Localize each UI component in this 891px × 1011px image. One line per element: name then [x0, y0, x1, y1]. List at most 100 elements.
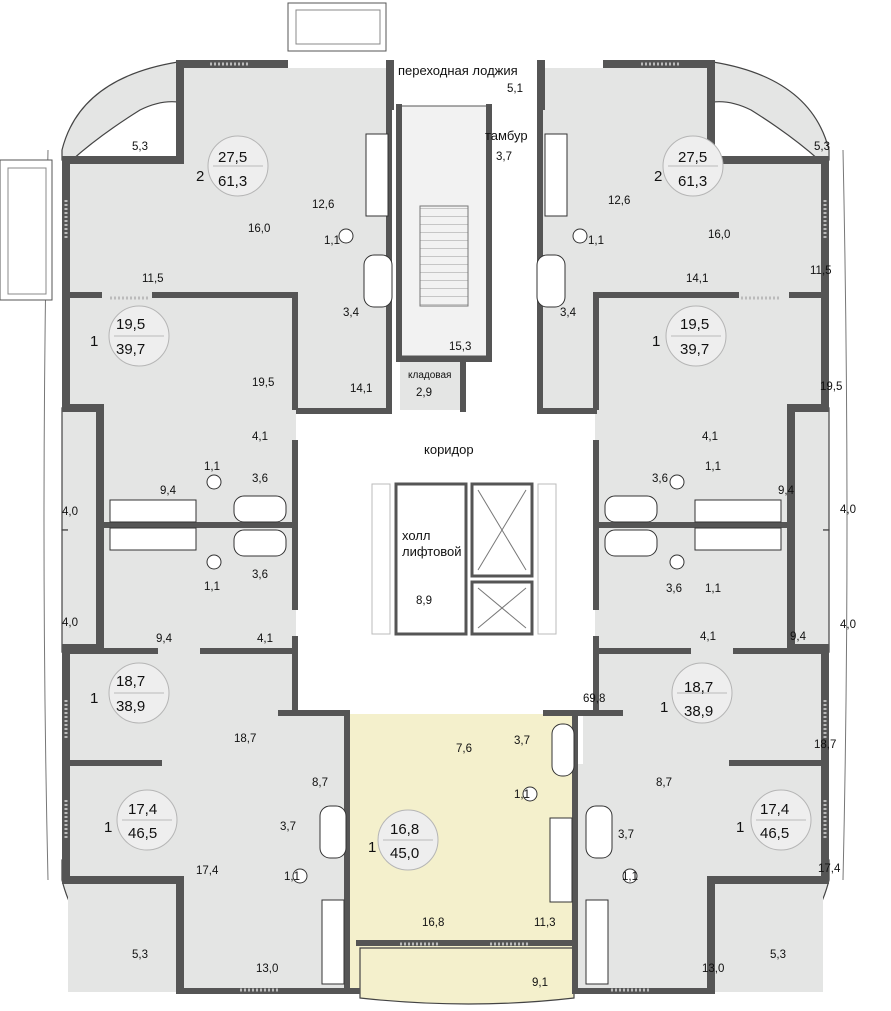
room-area: 11,5 — [142, 273, 164, 285]
loggia-area: 5,1 — [507, 83, 523, 95]
room-area: 3,7 — [618, 829, 634, 841]
apt-ml-total: 38,9 — [116, 698, 145, 715]
room-area: 9,1 — [532, 977, 548, 989]
apt-ur-living: 19,5 — [680, 316, 709, 333]
apt-bl-rooms: 1 — [104, 819, 112, 836]
apartment-markers — [108, 135, 812, 871]
room-area: 16,0 — [248, 223, 270, 235]
vestibule-title: тамбур — [485, 128, 528, 143]
storage-area: 2,9 — [416, 387, 432, 399]
corridor-title: коридор — [424, 442, 474, 457]
room-area: 5,3 — [770, 949, 786, 961]
apartment-marker-text: 2 27,5 61,3 2 27,5 61,3 1 19,5 39,7 1 19… — [90, 149, 789, 862]
room-area: 7,6 — [456, 743, 472, 755]
room-area: 4,0 — [840, 619, 856, 631]
top-balcony-frame — [287, 2, 387, 52]
room-area: 1,1 — [204, 581, 220, 593]
apt-ml-rooms: 1 — [90, 690, 98, 707]
room-area: 9,4 — [156, 633, 173, 645]
room-area: 4,1 — [252, 431, 268, 443]
room-area: 11,3 — [534, 917, 556, 929]
room-area: 5,3 — [814, 141, 830, 153]
room-area: 18,7 — [814, 739, 836, 751]
room-area: 1,1 — [622, 871, 638, 883]
apt-tr-total: 61,3 — [678, 173, 707, 190]
room-area: 8,7 — [656, 777, 672, 789]
stair-area: 15,3 — [449, 341, 471, 353]
lift-hall — [371, 482, 557, 636]
apt-bc-total: 45,0 — [390, 845, 419, 862]
highlighted-loggia — [359, 947, 575, 1005]
vestibule-area: 3,7 — [496, 151, 512, 163]
apt-bl-living: 17,4 — [128, 801, 157, 818]
apt-tl-living: 27,5 — [218, 149, 247, 166]
room-area: 1,1 — [705, 461, 721, 473]
apt-bc-living: 16,8 — [390, 821, 419, 838]
room-area: 16,0 — [708, 229, 730, 241]
room-area: 9,4 — [778, 485, 795, 497]
room-area: 3,7 — [514, 735, 530, 747]
room-area: 4,1 — [700, 631, 716, 643]
room-area: 3,6 — [252, 473, 268, 485]
room-area: 5,3 — [132, 141, 148, 153]
apt-bl-total: 46,5 — [128, 825, 157, 842]
room-area: 4,1 — [702, 431, 718, 443]
room-area: 1,1 — [284, 871, 300, 883]
room-area: 1,1 — [705, 583, 721, 595]
apt-tr-rooms: 2 — [654, 168, 662, 185]
apt-br-rooms: 1 — [736, 819, 744, 836]
room-area: 13,0 — [256, 963, 278, 975]
room-area: 13,0 — [702, 963, 724, 975]
apt-mr-total: 38,9 — [684, 703, 713, 720]
room-area: 14,1 — [686, 273, 708, 285]
room-area: 3,6 — [652, 473, 668, 485]
room-area: 9,4 — [160, 485, 177, 497]
apt-mr-living: 18,7 — [684, 679, 713, 696]
room-area: 18,7 — [234, 733, 256, 745]
loggia-title: переходная лоджия — [398, 63, 518, 78]
common-area-labels: переходная лоджия 5,1 тамбур 3,7 15,3 кл… — [398, 63, 605, 705]
room-area: 12,6 — [608, 195, 630, 207]
apt-br-total: 46,5 — [760, 825, 789, 842]
room-area: 9,4 — [790, 631, 807, 643]
apt-ul-rooms: 1 — [90, 333, 98, 350]
room-area: 1,1 — [514, 789, 530, 801]
apt-ur-total: 39,7 — [680, 341, 709, 358]
room-area: 3,4 — [343, 307, 360, 319]
apt-ul-living: 19,5 — [116, 316, 145, 333]
room-area: 4,0 — [62, 617, 78, 629]
storage-title: кладовая — [408, 370, 451, 381]
apt-br-living: 17,4 — [760, 801, 789, 818]
room-area-labels: 5,3 12,6 16,0 1,1 11,5 3,4 5,3 12,6 16,0… — [62, 141, 856, 989]
left-balcony-frame — [0, 159, 53, 301]
corridor-area: 69,8 — [583, 693, 605, 705]
room-area: 19,5 — [820, 381, 842, 393]
apt-ur-rooms: 1 — [652, 333, 660, 350]
room-area: 1,1 — [204, 461, 220, 473]
balcony-top-left — [61, 61, 179, 161]
walls — [62, 60, 829, 994]
room-area: 3,7 — [280, 821, 296, 833]
room-area: 3,4 — [560, 307, 577, 319]
room-area: 4,0 — [840, 504, 856, 516]
lift-hall-title-1: холл — [402, 528, 430, 543]
balcony-top-right — [712, 61, 830, 161]
windows — [64, 62, 827, 992]
lift-hall-area: 8,9 — [416, 595, 432, 607]
room-area: 1,1 — [324, 235, 340, 247]
fixtures — [109, 133, 782, 985]
room-area: 3,6 — [252, 569, 268, 581]
room-area: 14,1 — [350, 383, 372, 395]
apt-tl-total: 61,3 — [218, 173, 247, 190]
room-area: 19,5 — [252, 377, 274, 389]
apt-tl-rooms: 2 — [196, 168, 204, 185]
apt-ul-total: 39,7 — [116, 341, 145, 358]
room-area: 8,7 — [312, 777, 328, 789]
room-area: 1,1 — [588, 235, 604, 247]
lift-hall-title-2: лифтовой — [402, 544, 462, 559]
apt-tr-living: 27,5 — [678, 149, 707, 166]
room-area: 17,4 — [196, 865, 219, 877]
apt-mr-rooms: 1 — [660, 699, 668, 716]
room-area: 4,0 — [62, 506, 78, 518]
